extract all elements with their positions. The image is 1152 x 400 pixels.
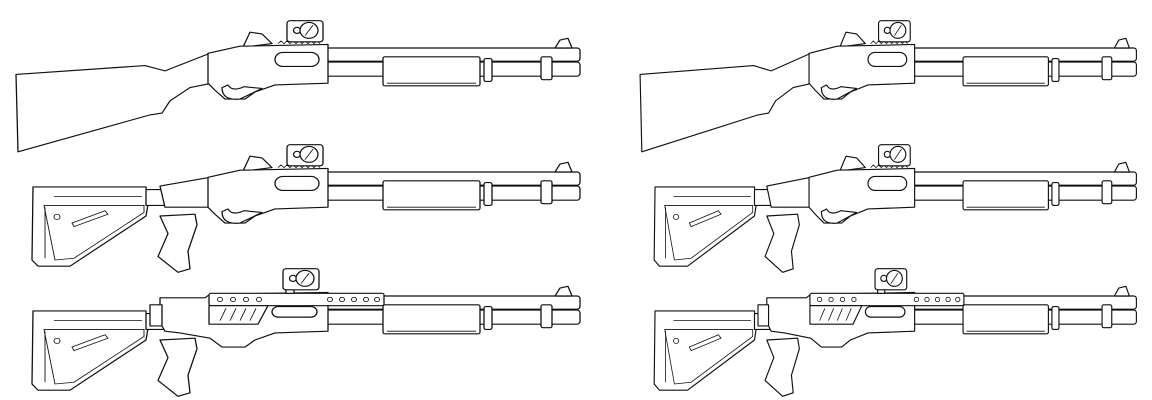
shotgun-fixed-stock (16, 21, 580, 152)
shotgun-collapsible-stock (32, 145, 580, 273)
shotgun-fixed-stock (640, 21, 1136, 152)
shotgun-rail-receiver (32, 269, 580, 397)
shotgun-collapsible-stock (654, 145, 1136, 273)
left-panel (16, 21, 580, 397)
right-panel (640, 21, 1136, 397)
shotgun-rail-receiver (654, 269, 1136, 397)
